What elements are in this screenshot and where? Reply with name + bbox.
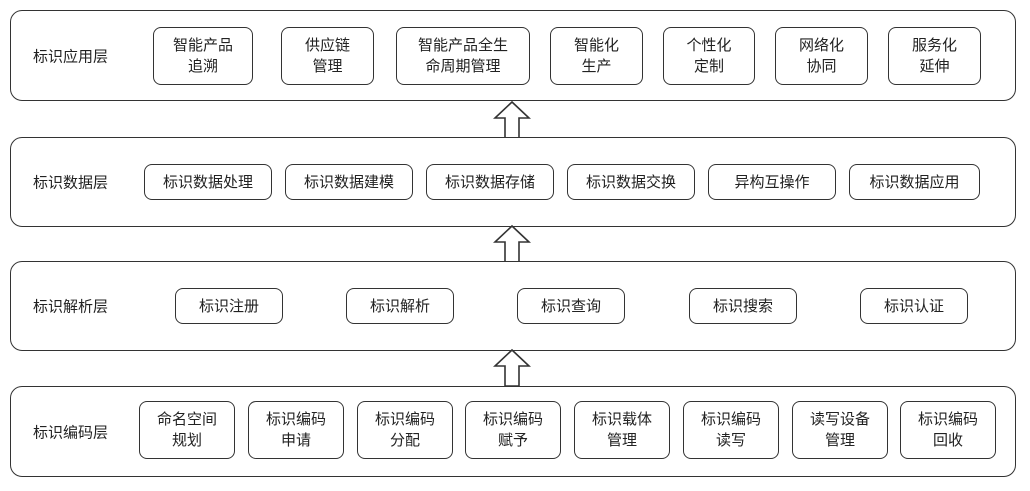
encoding-box: 标识编码 赋予	[465, 401, 561, 459]
resolution-box: 标识查询	[517, 288, 625, 324]
app-box: 服务化 延伸	[888, 27, 981, 85]
up-arrow-icon	[493, 348, 531, 387]
data-box: 标识数据建模	[285, 164, 413, 200]
layer-label: 标识数据层	[33, 173, 109, 192]
app-box: 智能化 生产	[550, 27, 643, 85]
layer-label: 标识编码层	[33, 423, 109, 441]
data-box: 标识数据应用	[849, 164, 980, 200]
up-arrow-icon	[493, 224, 531, 263]
resolution-box: 标识搜索	[689, 288, 797, 324]
app-box: 网络化 协同	[775, 27, 868, 85]
encoding-box: 标识载体 管理	[574, 401, 670, 459]
data-box: 异构互操作	[708, 164, 836, 200]
data-box: 标识数据处理	[144, 164, 272, 200]
app-box: 供应链 管理	[281, 27, 374, 85]
resolution-box: 标识注册	[175, 288, 283, 324]
app-box: 智能产品全生 命周期管理	[396, 27, 530, 85]
resolution-box: 标识解析	[346, 288, 454, 324]
resolution-box: 标识认证	[860, 288, 968, 324]
encoding-box: 标识编码 申请	[248, 401, 344, 459]
app-box: 个性化 定制	[663, 27, 755, 85]
data-box: 标识数据存储	[426, 164, 554, 200]
up-arrow-icon	[493, 100, 531, 139]
layer-label: 标识解析层	[33, 297, 109, 316]
layer-label: 标识应用层	[33, 47, 109, 65]
encoding-box: 读写设备 管理	[792, 401, 888, 459]
encoding-box: 标识编码 回收	[900, 401, 996, 459]
encoding-box: 标识编码 读写	[683, 401, 779, 459]
data-box: 标识数据交换	[567, 164, 695, 200]
app-box: 智能产品 追溯	[153, 27, 253, 85]
encoding-box: 命名空间 规划	[139, 401, 235, 459]
encoding-box: 标识编码 分配	[357, 401, 453, 459]
